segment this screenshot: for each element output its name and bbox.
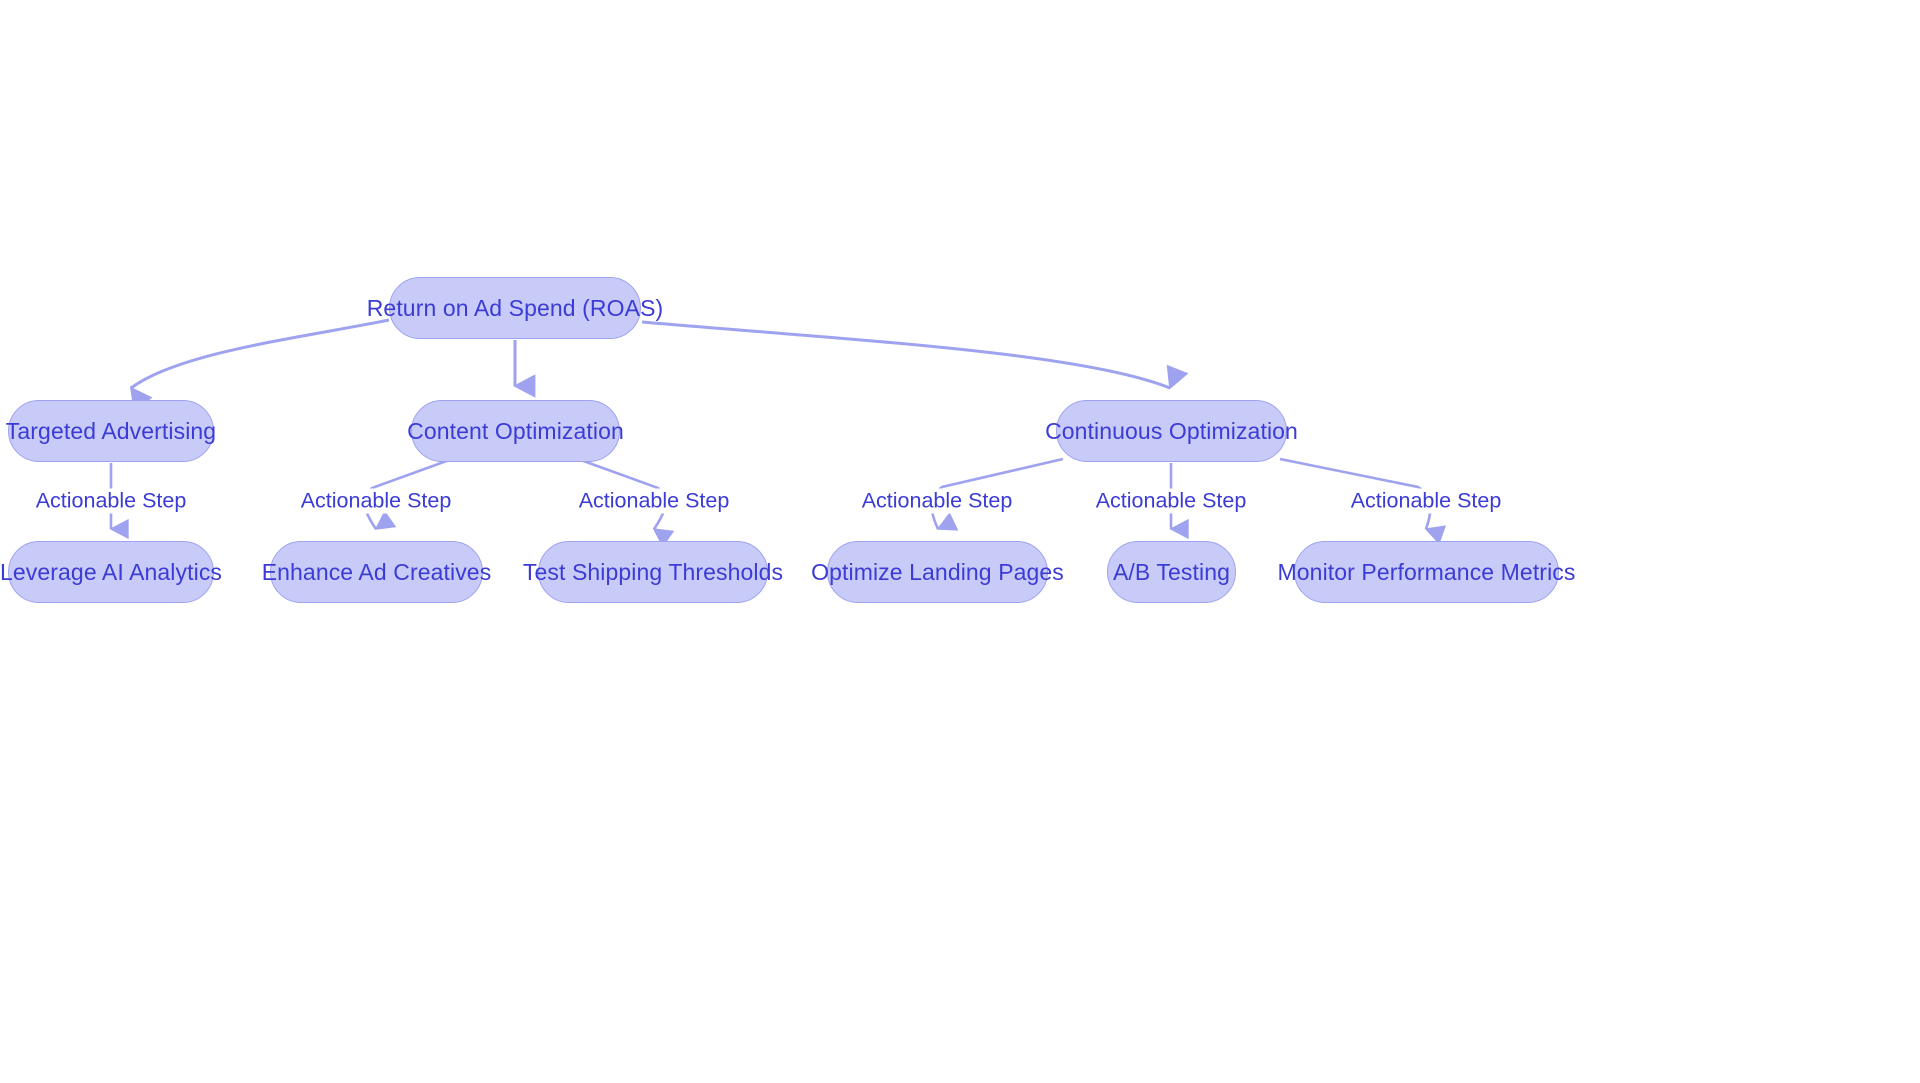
edge-root-to-targeted-advertising <box>129 318 390 412</box>
node-monitor-performance-metrics-label: Monitor Performance Metrics <box>1277 558 1576 585</box>
node-leverage-ai-analytics[interactable]: Leverage AI Analytics <box>0 541 222 603</box>
node-root-label: Return on Ad Spend (ROAS) <box>366 294 664 321</box>
node-targeted-advertising-label: Targeted Advertising <box>5 417 217 444</box>
node-root[interactable]: Return on Ad Spend (ROAS) <box>367 277 663 339</box>
edge-root-to-continuous-optimization <box>641 320 1189 390</box>
node-enhance-ad-creatives-label: Enhance Ad Creatives <box>261 558 492 585</box>
edge-label-continuous-optimization-to-optimize-landing-pages: Actionable Step <box>858 488 1016 514</box>
node-content-optimization[interactable]: Content Optimization <box>407 400 624 462</box>
node-monitor-performance-metrics[interactable]: Monitor Performance Metrics <box>1278 541 1575 603</box>
node-test-shipping-thresholds-label: Test Shipping Thresholds <box>522 558 784 585</box>
node-targeted-advertising[interactable]: Targeted Advertising <box>5 400 217 462</box>
node-optimize-landing-pages-label: Optimize Landing Pages <box>811 558 1064 585</box>
node-continuous-optimization[interactable]: Continuous Optimization <box>1045 400 1298 462</box>
node-optimize-landing-pages[interactable]: Optimize Landing Pages <box>811 541 1064 603</box>
node-content-optimization-label: Content Optimization <box>407 417 624 444</box>
node-leverage-ai-analytics-label: Leverage AI Analytics <box>0 558 223 585</box>
edge-label-continuous-optimization-to-ab-testing: Actionable Step <box>1092 488 1250 514</box>
edge-label-content-optimization-to-enhance-ad-creatives: Actionable Step <box>297 488 455 514</box>
node-ab-testing-label: A/B Testing <box>1112 558 1231 585</box>
edge-label-content-optimization-to-test-shipping-thresholds: Actionable Step <box>575 488 733 514</box>
node-ab-testing[interactable]: A/B Testing <box>1107 541 1236 603</box>
edge-label-targeted-advertising-to-leverage-ai-analytics: Actionable Step <box>32 488 190 514</box>
node-enhance-ad-creatives[interactable]: Enhance Ad Creatives <box>262 541 491 603</box>
node-continuous-optimization-label: Continuous Optimization <box>1045 417 1298 444</box>
edge-label-continuous-optimization-to-monitor-performance-metrics: Actionable Step <box>1347 488 1505 514</box>
node-test-shipping-thresholds[interactable]: Test Shipping Thresholds <box>523 541 783 603</box>
